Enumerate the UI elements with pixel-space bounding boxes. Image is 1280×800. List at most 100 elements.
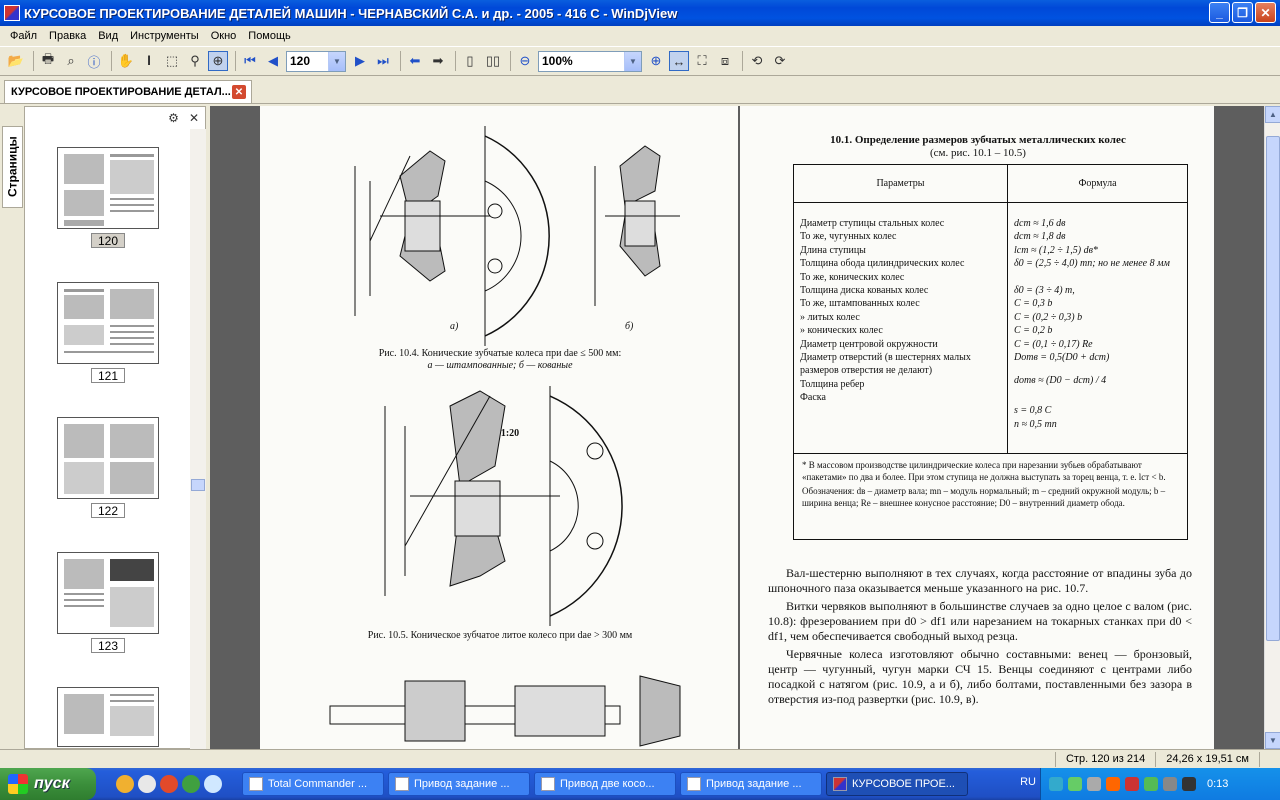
taper-label: 1:20 bbox=[500, 428, 520, 439]
task-document-3[interactable]: Привод задание ... bbox=[680, 772, 822, 796]
rotate-left-icon[interactable]: ⟲ bbox=[751, 53, 763, 68]
resize-grip-icon[interactable] bbox=[1259, 751, 1280, 767]
minimize-button[interactable]: _ bbox=[1209, 2, 1230, 23]
prev-page-icon[interactable]: ◀ bbox=[268, 53, 278, 68]
paragraph: Витки червяков выполняют в большинстве с… bbox=[768, 599, 1192, 643]
thumbnail-label: 122 bbox=[91, 503, 125, 518]
scrollbar-thumb[interactable] bbox=[1266, 136, 1280, 641]
column-header: Параметры bbox=[794, 165, 1008, 202]
tray-network-icon[interactable] bbox=[1068, 777, 1082, 791]
tray-icon[interactable] bbox=[1125, 777, 1139, 791]
task-windjview[interactable]: КУРСОВОЕ ПРОЕ... bbox=[826, 772, 968, 796]
tray-icon[interactable] bbox=[1144, 777, 1158, 791]
tray-icon[interactable] bbox=[1182, 777, 1196, 791]
thumbnail-image bbox=[57, 552, 159, 634]
task-label: Привод две косо... bbox=[560, 778, 655, 790]
figure-caption: Рис. 10.5. Коническое зубчатое литое кол… bbox=[367, 630, 633, 641]
tray-icon[interactable] bbox=[1163, 777, 1177, 791]
thumbnail-page[interactable]: 120 bbox=[57, 147, 159, 248]
thumbnail-page[interactable] bbox=[57, 687, 159, 747]
next-page-icon[interactable]: ▶ bbox=[355, 53, 365, 68]
clock[interactable]: 0:13 bbox=[1207, 778, 1229, 790]
close-tab-icon[interactable]: ✕ bbox=[232, 85, 246, 99]
menu-help[interactable]: Помощь bbox=[248, 29, 291, 42]
text-select-icon[interactable]: 𝐈 bbox=[146, 53, 152, 68]
windows-logo-icon bbox=[8, 774, 28, 794]
first-page-icon[interactable]: ⏮ bbox=[244, 53, 256, 68]
actual-size-icon[interactable]: ⧈ bbox=[720, 53, 730, 68]
open-folder-icon[interactable]: 📂 bbox=[7, 53, 25, 68]
tab-pages[interactable]: Страницы bbox=[2, 126, 23, 208]
menu-window[interactable]: Окно bbox=[210, 29, 237, 42]
menu-file[interactable]: Файл bbox=[10, 29, 38, 42]
back-icon[interactable]: ⬅ bbox=[409, 53, 421, 68]
status-page-info: Стр. 120 из 214 bbox=[1054, 751, 1155, 767]
thumbnail-page[interactable]: 121 bbox=[57, 282, 159, 383]
zoom-rect-icon[interactable]: ⊕ bbox=[208, 51, 228, 71]
tray-search-icon[interactable] bbox=[1049, 777, 1063, 791]
formula-row: Dотв = 0,5(D0 + dст) bbox=[1014, 352, 1110, 364]
rotate-right-icon[interactable]: ⟳ bbox=[774, 53, 786, 68]
quicklaunch-icon[interactable] bbox=[116, 775, 134, 793]
task-label: Привод задание ... bbox=[706, 778, 802, 790]
rect-select-icon[interactable]: ⬚ bbox=[165, 53, 179, 68]
windjview-app-icon bbox=[4, 5, 20, 21]
thumbnail-scrollbar-thumb[interactable] bbox=[191, 479, 205, 491]
page-number-combo[interactable]: 120 ▼ bbox=[286, 50, 346, 72]
quicklaunch-icon[interactable] bbox=[138, 775, 156, 793]
zoom-tool-icon[interactable]: ⚲ bbox=[190, 53, 200, 68]
thumbnail-scrollbar[interactable] bbox=[190, 129, 206, 749]
zoom-in-icon[interactable]: ⊕ bbox=[650, 53, 662, 68]
print-icon[interactable]: 🖶 bbox=[41, 51, 55, 66]
menu-edit[interactable]: Правка bbox=[49, 29, 87, 42]
start-button[interactable]: пуск bbox=[0, 768, 96, 800]
document-icon bbox=[395, 777, 409, 791]
single-page-icon[interactable]: ▯ bbox=[466, 53, 474, 68]
tray-icon[interactable] bbox=[1106, 777, 1120, 791]
info-icon[interactable]: ⓘ bbox=[87, 54, 101, 70]
body-text: Вал-шестерню выполняют в тех случаях, ко… bbox=[768, 566, 1192, 710]
page-right: 10.1. Определение размеров зубчатых мета… bbox=[740, 106, 1214, 749]
zoom-out-icon[interactable]: ⊖ bbox=[519, 53, 531, 68]
task-document-2[interactable]: Привод две косо... bbox=[534, 772, 676, 796]
tray-icon[interactable] bbox=[1087, 777, 1101, 791]
zoom-combo[interactable]: 100% ▼ bbox=[538, 50, 642, 72]
thumbnail-page[interactable]: 123 bbox=[57, 552, 159, 653]
settings-icon[interactable]: ⚙ bbox=[168, 111, 179, 125]
fit-page-icon[interactable]: ⛶ bbox=[697, 53, 707, 68]
quicklaunch-icon[interactable] bbox=[204, 775, 222, 793]
forward-icon[interactable]: ➡ bbox=[432, 53, 444, 68]
chevron-down-icon[interactable]: ▼ bbox=[328, 51, 345, 71]
param-row: Фаска bbox=[800, 392, 826, 404]
fit-width-icon[interactable]: ↔ bbox=[669, 51, 689, 71]
two-pages-icon[interactable]: ▯▯ bbox=[485, 53, 501, 68]
task-document-1[interactable]: Привод задание ... bbox=[388, 772, 530, 796]
param-row: Диаметр ступицы стальных колес bbox=[800, 218, 945, 229]
vertical-scrollbar[interactable]: ▲ ▼ bbox=[1264, 106, 1280, 749]
param-row: Толщина ребер bbox=[800, 378, 865, 390]
system-tray: 0:13 bbox=[1040, 768, 1280, 800]
formula-row: δ0 = (3 ÷ 4) m, bbox=[1014, 285, 1075, 297]
thumbnail-page[interactable]: 122 bbox=[57, 417, 159, 518]
menu-view[interactable]: Вид bbox=[98, 29, 119, 42]
maximize-button[interactable]: ❐ bbox=[1232, 2, 1253, 23]
task-total-commander[interactable]: Total Commander ... bbox=[242, 772, 384, 796]
menu-tools[interactable]: Инструменты bbox=[130, 29, 199, 42]
quick-launch bbox=[116, 775, 222, 793]
document-tab[interactable]: КУРСОВОЕ ПРОЕКТИРОВАНИЕ ДЕТАЛ... ✕ bbox=[4, 80, 252, 103]
quicklaunch-icon[interactable] bbox=[182, 775, 200, 793]
scroll-up-icon[interactable]: ▲ bbox=[1265, 106, 1280, 123]
document-tab-bar: КУРСОВОЕ ПРОЕКТИРОВАНИЕ ДЕТАЛ... ✕ bbox=[0, 77, 1280, 104]
table-notation: Обозначения: dв – диаметр вала; mn – мод… bbox=[802, 486, 1166, 508]
close-button[interactable]: ✕ bbox=[1255, 2, 1276, 23]
find-icon[interactable]: ⌕ bbox=[67, 53, 75, 68]
document-view[interactable]: а) б) Рис. 10.4. Конические зубчатые кол… bbox=[210, 106, 1264, 749]
language-indicator[interactable]: RU bbox=[1020, 776, 1036, 788]
scroll-down-icon[interactable]: ▼ bbox=[1265, 732, 1280, 749]
hand-tool-icon[interactable]: ✋ bbox=[117, 53, 135, 68]
chevron-down-icon[interactable]: ▼ bbox=[624, 51, 641, 71]
formula-row: C = 0,3 b bbox=[1014, 298, 1053, 310]
quicklaunch-icon[interactable] bbox=[160, 775, 178, 793]
last-page-icon[interactable]: ⏭ bbox=[377, 53, 389, 68]
close-icon[interactable]: ✕ bbox=[188, 111, 199, 125]
